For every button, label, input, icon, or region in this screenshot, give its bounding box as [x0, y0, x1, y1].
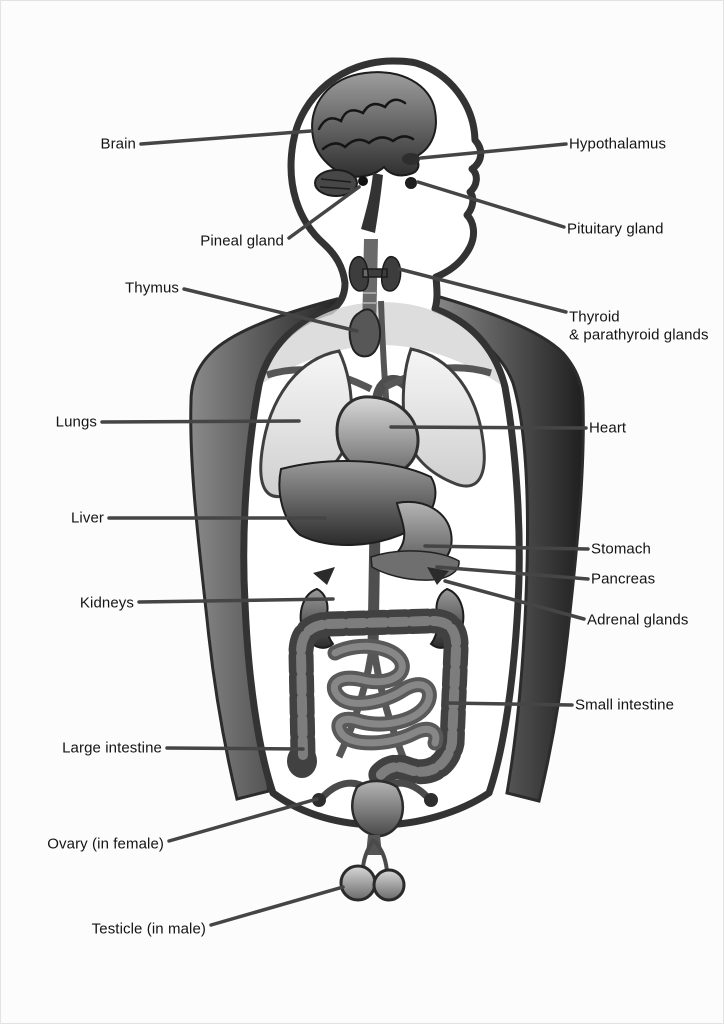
label-hypothalamus: Hypothalamus: [569, 135, 667, 153]
label-kidneys: Kidneys: [79, 594, 134, 612]
stomach-leader-line: [423, 544, 590, 551]
large-intestine-highlight: [295, 615, 462, 782]
hypothalamus-illustration: [402, 153, 420, 165]
label-thyroid-parathyroid: Thyroid & parathyroid glands: [569, 308, 709, 343]
leader-lines: [100, 129, 590, 927]
pineal-leader-line: [287, 185, 361, 240]
label-thyroid-line1: Thyroid: [569, 308, 620, 326]
right-adrenal-gland-illustration: [427, 567, 449, 585]
cerebellum-lines: [319, 178, 352, 190]
pituitary-leader-line: [416, 180, 566, 229]
hypothalamus-leader-line: [419, 142, 568, 160]
left-adrenal-gland-illustration: [313, 567, 335, 585]
brain-gyri-lines: [317, 98, 415, 151]
right-arm-illustration: [429, 293, 585, 803]
pancreas-leader-line: [435, 565, 590, 581]
label-pineal-gland: Pineal gland: [200, 232, 284, 250]
thymus-leader-line: [182, 287, 359, 333]
label-ovary: Ovary (in female): [47, 835, 164, 853]
brain-leader-line: [139, 129, 313, 146]
spermatic-cords-illustration: [361, 838, 389, 872]
small-intestine-highlight: [330, 642, 440, 747]
right-lung-illustration: [401, 347, 486, 488]
label-heart: Heart: [589, 419, 627, 437]
label-liver: Liver: [70, 509, 104, 527]
small-intestine-leader-line: [445, 701, 574, 707]
label-lungs: Lungs: [55, 413, 97, 431]
label-pituitary-gland: Pituitary gland: [567, 220, 664, 238]
label-brain: Brain: [100, 135, 136, 153]
large-intestine-leader-line: [165, 746, 305, 751]
label-stomach: Stomach: [591, 540, 651, 558]
kidneys-leader-line: [137, 597, 335, 604]
heart-leader-line: [389, 425, 588, 430]
left-testicle-illustration: [339, 864, 377, 902]
pineal-gland-illustration: [358, 176, 368, 186]
adrenal-leader-line: [443, 579, 586, 621]
left-ovary-illustration: [312, 793, 326, 807]
thyroid-leader-line: [397, 267, 568, 314]
label-testicle: Testicle (in male): [91, 920, 206, 938]
lungs-leader-line: [100, 419, 301, 424]
uterus-illustration: [351, 779, 405, 838]
label-adrenal-glands: Adrenal glands: [587, 611, 689, 629]
label-pancreas: Pancreas: [591, 570, 656, 588]
thymus-illustration: [348, 308, 381, 358]
right-ovary-illustration: [424, 793, 438, 807]
pituitary-gland-illustration: [405, 177, 417, 189]
trachea-rings: [363, 292, 376, 324]
label-thyroid-line2: & parathyroid glands: [569, 326, 709, 343]
ovary-leader-line: [167, 797, 319, 843]
label-large-intestine: Large intestine: [62, 739, 162, 757]
label-thymus: Thymus: [125, 279, 179, 297]
right-testicle-illustration: [372, 868, 406, 902]
testicle-leader-line: [209, 885, 345, 927]
label-small-intestine: Small intestine: [575, 696, 675, 714]
brainstem-illustration: [361, 173, 383, 233]
